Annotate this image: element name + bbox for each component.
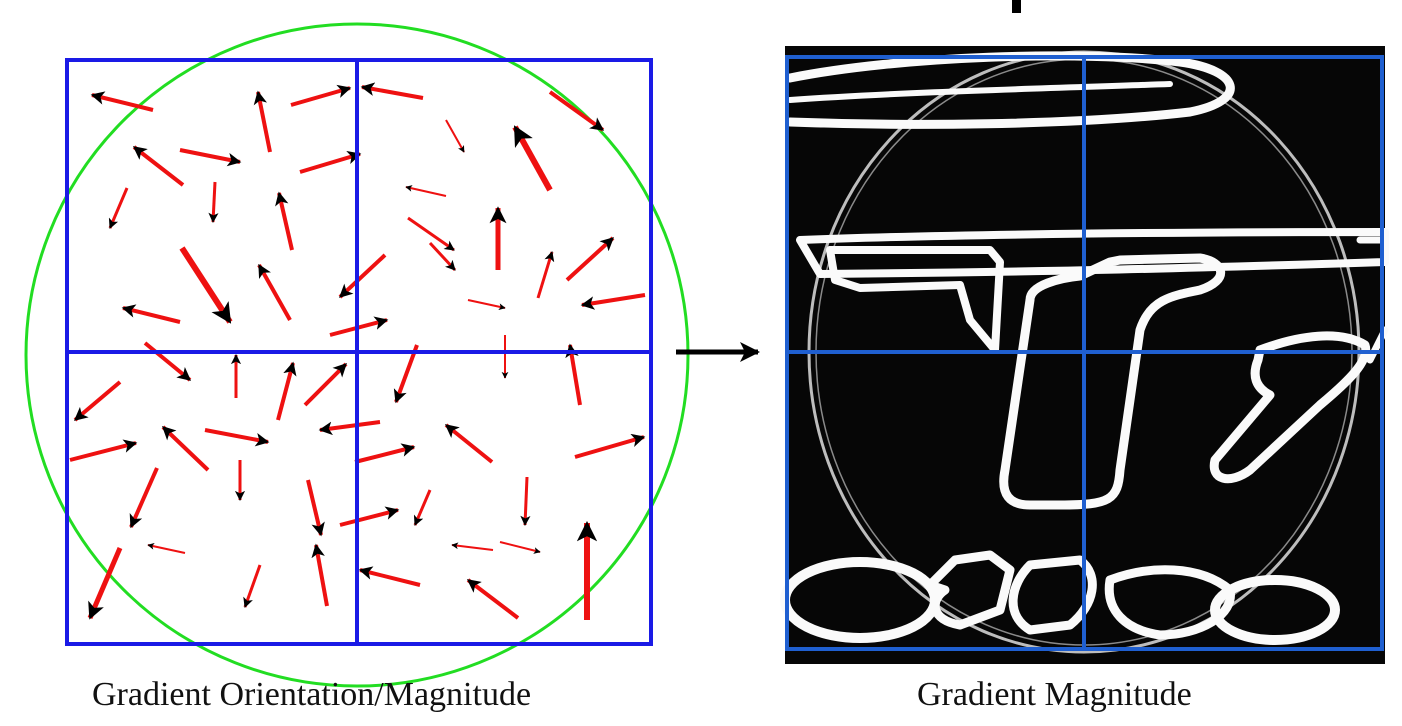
gradient-arrow: [358, 566, 421, 587]
gradient-arrow: [339, 506, 400, 527]
gradient-arrow: [318, 420, 381, 436]
gradient-arrow: [276, 361, 297, 421]
gradient-arrow: [536, 251, 555, 299]
gradient-arrow: [467, 299, 506, 311]
left-panel: [24, 22, 690, 688]
gradient-arrow: [179, 246, 233, 324]
gradient-arrow: [253, 90, 272, 153]
descriptor-circle: [24, 22, 690, 688]
gradient-arrow: [132, 145, 185, 187]
gradient-arrow: [290, 84, 352, 107]
gradient-arrow: [466, 578, 520, 620]
left-grid: [65, 58, 653, 646]
gradient-arrow: [147, 542, 186, 554]
gradient-arrow: [393, 344, 419, 404]
gradient-arrow: [407, 216, 455, 252]
gradient-arrow: [257, 263, 292, 321]
gradient-arrow: [445, 119, 465, 153]
gradient-arrow: [451, 542, 494, 551]
gradient-arrow: [275, 191, 294, 251]
gradient-arrow: [311, 543, 329, 607]
gradient-arrow: [143, 341, 192, 382]
gradient-arrow: [303, 362, 348, 407]
gradient-arrow: [161, 425, 210, 472]
right-panel: [780, 46, 1389, 664]
gradient-arrow: [360, 82, 424, 100]
gradient-arrow: [565, 343, 582, 406]
gradient-arrow: [121, 304, 181, 324]
gradient-arrow: [354, 443, 416, 464]
gradient-arrow: [413, 489, 432, 526]
gradient-arrow: [499, 541, 541, 554]
gradient-arrow: [565, 236, 615, 282]
gradient-arrow: [87, 547, 123, 620]
gradient-arrow: [73, 380, 122, 422]
gradient-arrow: [512, 125, 553, 192]
left-caption: Gradient Orientation/Magnitude: [92, 676, 532, 713]
gradient-arrow: [179, 148, 242, 167]
arrow-field: [69, 82, 646, 620]
gradient-arrow: [548, 90, 605, 132]
gradient-arrow: [90, 91, 154, 112]
gradient-arrow: [520, 476, 531, 527]
gradient-arrow: [208, 181, 219, 224]
gradient-arrow: [428, 241, 457, 272]
gradient-arrow: [580, 293, 646, 310]
gradient-arrow: [129, 467, 159, 529]
right-caption: Gradient Magnitude: [917, 676, 1192, 713]
gradient-arrow: [108, 187, 129, 229]
gradient-arrow: [299, 151, 362, 174]
gradient-arrow: [574, 433, 646, 459]
gradient-arrow: [204, 428, 270, 447]
gradient-arrow: [405, 185, 447, 197]
gradient-arrow: [243, 564, 262, 608]
gradient-arrow: [69, 439, 138, 462]
gradient-arrow: [306, 479, 325, 537]
right-grid: [785, 55, 1384, 651]
gradient-arrow: [444, 423, 494, 464]
gradient-arrow: [338, 253, 387, 299]
top-bar-fragment: [1012, 0, 1021, 13]
